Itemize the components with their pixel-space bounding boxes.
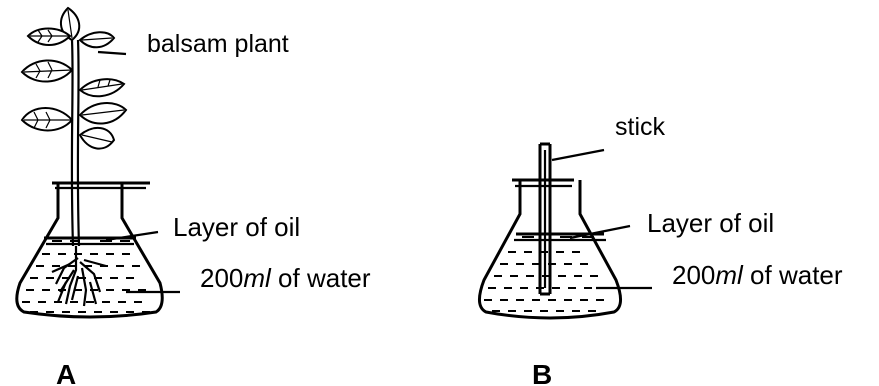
stick [538, 142, 552, 296]
plant-leaves-a [20, 6, 128, 150]
caption-b: B [532, 359, 552, 386]
water-amount-a: 200 [200, 263, 243, 293]
label-oil-b: Layer of oil [647, 208, 774, 238]
conical-flask-b [478, 178, 622, 320]
water-a [22, 253, 150, 313]
label-balsam-plant: balsam plant [147, 30, 289, 58]
label-water-b: 200ml of water [672, 260, 843, 290]
leader-oil-b [569, 224, 631, 240]
water-amount-b: 200 [672, 260, 715, 290]
caption-a: A [56, 359, 76, 386]
roots-a [51, 246, 107, 307]
water-b [484, 251, 608, 312]
water-rest-a: of water [271, 263, 371, 293]
leader-stick [551, 148, 605, 162]
label-water-a: 200ml of water [200, 263, 371, 293]
leader-oil-a [105, 230, 159, 242]
conical-flask-a [15, 181, 164, 319]
oil-layer-a [44, 236, 136, 246]
label-oil-a: Layer of oil [173, 212, 300, 242]
water-unit-b: ml [715, 260, 744, 290]
label-stick: stick [615, 113, 666, 141]
setup-b: stick Layer of oil 200ml of water B [478, 113, 843, 386]
water-rest-b: of water [743, 260, 843, 290]
leader-plant-a [97, 50, 127, 56]
setup-a: balsam plant Layer of oil 200ml of water… [15, 6, 371, 386]
plant-stem-a [70, 39, 81, 247]
water-unit-a: ml [243, 263, 272, 293]
